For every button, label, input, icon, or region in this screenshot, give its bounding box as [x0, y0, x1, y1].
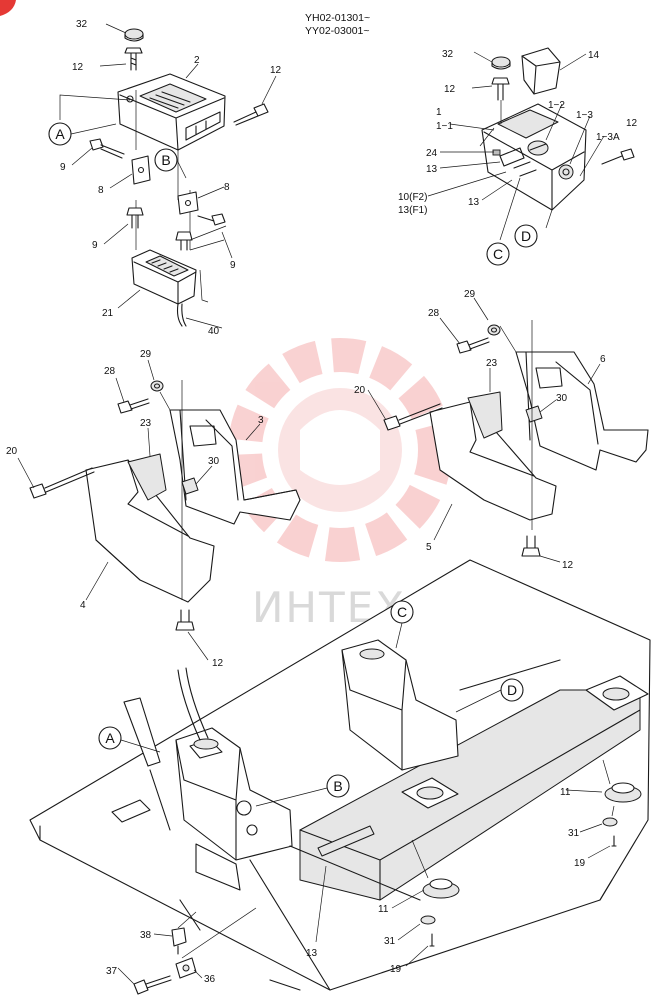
callout-d-bottom: D [500, 678, 524, 702]
callout-a-top: A [48, 122, 72, 146]
part-label: 13 [468, 197, 480, 208]
part-label: 40 [208, 326, 220, 337]
part-label: 30 [556, 393, 568, 404]
callout-a-bottom: A [98, 726, 122, 750]
part-label: 9 [92, 240, 98, 251]
part-label: 8 [98, 185, 104, 196]
part-label: 36 [204, 974, 216, 985]
part-label: 11 [560, 787, 571, 798]
callout-d-top: D [514, 224, 538, 248]
stopper-parts [133, 907, 257, 995]
part-label: 12 [72, 62, 84, 73]
part-label: 32 [442, 49, 454, 60]
damper-mount-upper [602, 759, 642, 847]
part-label: 20 [6, 446, 18, 457]
part-label: 9 [60, 162, 66, 173]
part-label: 12 [626, 118, 638, 129]
part-label: 1−1 [436, 121, 453, 132]
part-label: 19 [574, 858, 586, 869]
part-label: 12 [444, 84, 456, 95]
part-label: 32 [76, 19, 88, 30]
part-label: 23 [140, 418, 152, 429]
callout-b-top: B [154, 148, 178, 172]
part-label: 10(F2) [398, 192, 427, 203]
part-label: 31 [568, 828, 580, 839]
serial-range-line-2: YY02-03001~ [305, 25, 370, 37]
part-label: 5 [426, 542, 432, 553]
part-label: 6 [600, 354, 606, 365]
callout-c-top: C [486, 242, 510, 266]
part-label: 28 [104, 366, 116, 377]
part-label: 29 [140, 349, 152, 360]
watermark-logo [228, 338, 452, 562]
part-label: 8 [224, 182, 230, 193]
part-label: 20 [354, 385, 366, 396]
serial-range-line-1: YH02-01301~ [305, 12, 370, 24]
part-label: 14 [588, 50, 600, 61]
part-label: 23 [486, 358, 498, 369]
damper-mount-lower [411, 839, 460, 947]
part-label: 19 [390, 964, 402, 975]
part-label: 24 [426, 148, 438, 159]
part-label: 13 [426, 164, 438, 175]
part-label: 1−3 [576, 110, 593, 121]
svg-text:B: B [333, 778, 342, 794]
part-number-labels: 32 12 2 12 9 8 8 9 9 21 40 32 14 12 1 1−… [6, 19, 638, 985]
part-label: 1−2 [548, 100, 565, 111]
svg-text:D: D [521, 228, 531, 244]
svg-text:A: A [105, 730, 115, 746]
part-label: 13(F1) [398, 205, 427, 216]
part-label: 29 [464, 289, 476, 300]
part-label: 28 [428, 308, 440, 319]
part-label: 2 [194, 55, 200, 66]
middle-left-covers [17, 359, 301, 661]
part-label: 3 [258, 415, 264, 426]
part-label: 37 [106, 966, 118, 977]
part-label: 1 [436, 107, 442, 118]
part-label: 12 [270, 65, 282, 76]
part-label: 1−3A [596, 132, 620, 143]
svg-text:C: C [493, 246, 503, 262]
svg-text:B: B [161, 152, 170, 168]
callout-b-bottom: B [326, 774, 350, 798]
brand-corner-mark [0, 0, 16, 16]
part-label: 11 [378, 904, 389, 915]
part-label: 9 [230, 260, 236, 271]
part-label: 4 [80, 600, 86, 611]
svg-text:C: C [397, 604, 407, 620]
callout-c-bottom: C [390, 600, 414, 624]
svg-text:D: D [507, 682, 517, 698]
callout-markers: A B C D C D A B [48, 122, 538, 807]
middle-right-covers [367, 297, 649, 563]
part-label: 12 [212, 658, 224, 669]
part-label: 21 [102, 308, 114, 319]
part-label: 38 [140, 930, 152, 941]
svg-text:A: A [55, 126, 65, 142]
part-label: 30 [208, 456, 220, 467]
part-label: 13 [306, 948, 318, 959]
part-label: 12 [562, 560, 574, 571]
top-right-lever-box [427, 47, 635, 241]
part-label: 31 [384, 936, 396, 947]
top-left-lever-box [59, 23, 277, 329]
